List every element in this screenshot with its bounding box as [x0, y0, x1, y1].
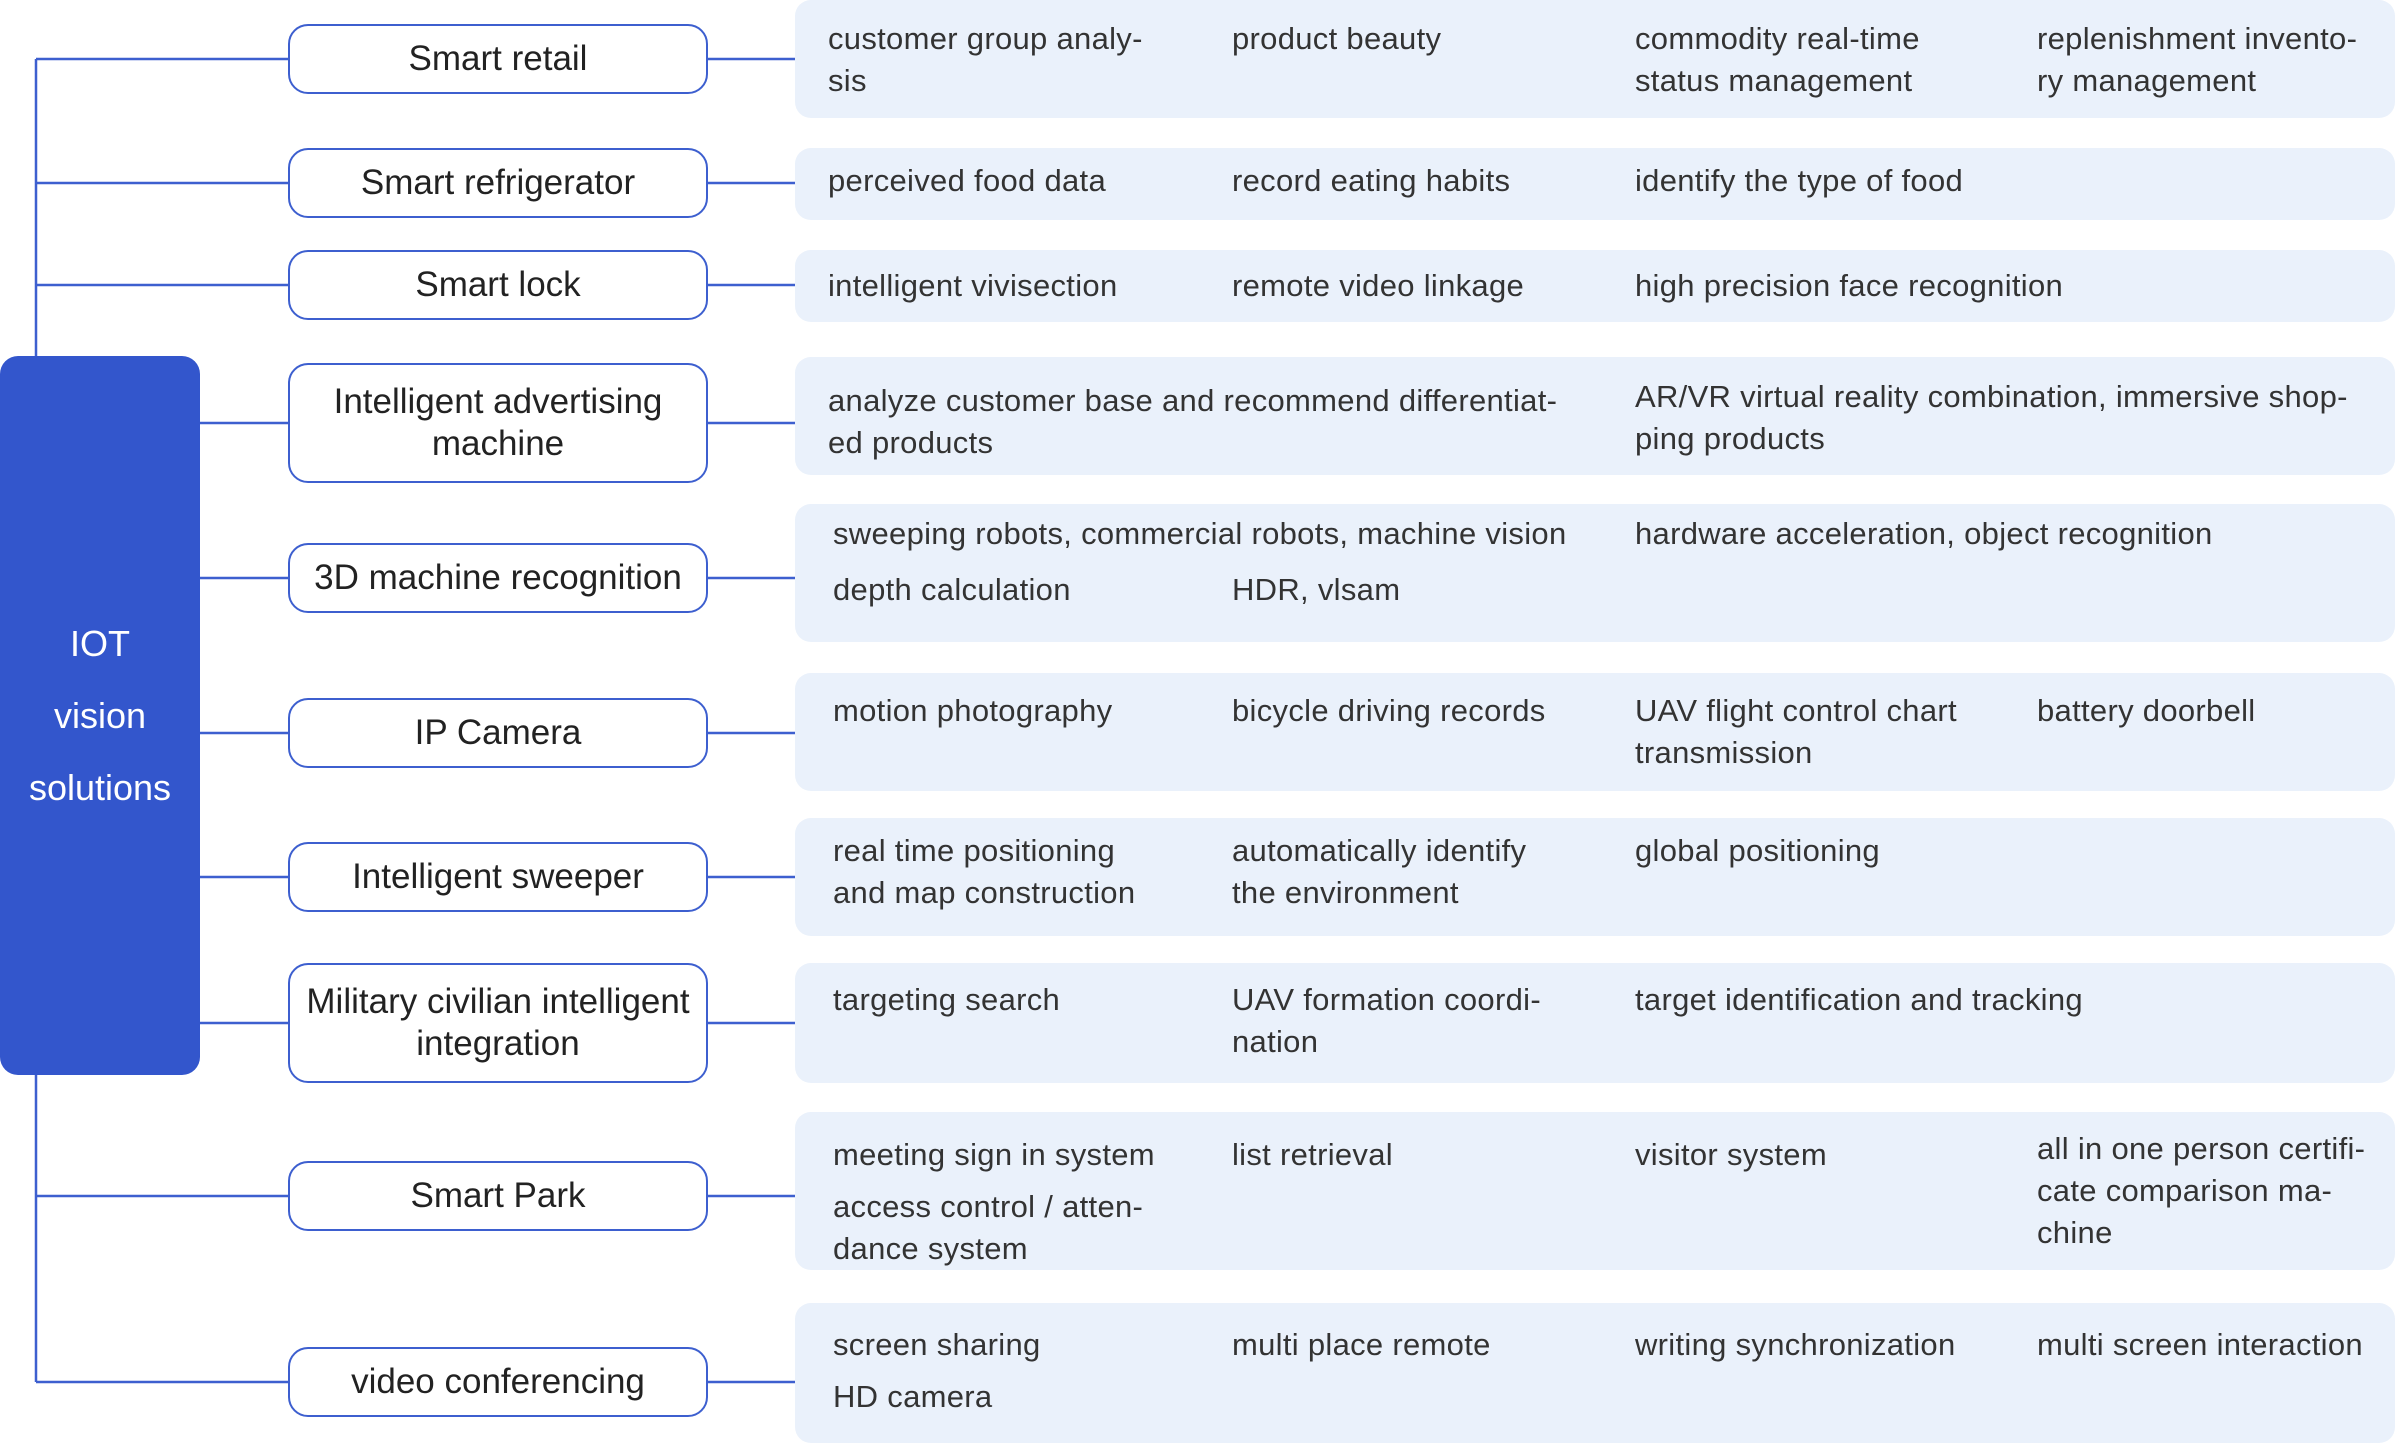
category-label: Smart lock: [415, 265, 581, 304]
feature-item: sweeping robots, commercial robots, mach…: [833, 516, 1567, 551]
feature-item: screen sharing: [833, 1327, 1041, 1362]
feature-item: global positioning: [1635, 833, 1880, 868]
feature-item: writing synchronization: [1635, 1327, 1956, 1362]
category-node: Military civilian intelligent integratio…: [288, 963, 708, 1083]
feature-item: list retrieval: [1232, 1137, 1393, 1172]
category-detail-panel: [795, 357, 2395, 475]
feature-item: multi screen interaction: [2037, 1327, 2363, 1362]
feature-item: replenishment invento- ry management: [2037, 21, 2358, 98]
category-detail-panel: [795, 963, 2395, 1083]
category-label: Intelligent sweeper: [352, 857, 644, 896]
category-node: Smart lock: [288, 250, 708, 320]
category-detail-panel: [795, 250, 2395, 322]
category-node: video conferencing: [288, 1347, 708, 1417]
feature-item: AR/VR virtual reality combination, immer…: [1635, 379, 2348, 456]
category-detail-panel: [795, 0, 2395, 118]
category-detail-panel: [795, 1303, 2395, 1443]
feature-item: record eating habits: [1232, 163, 1511, 198]
feature-item: high precision face recognition: [1635, 268, 2064, 303]
feature-item: UAV flight control chart transmission: [1635, 693, 1957, 770]
feature-item: real time positioning and map constructi…: [833, 833, 1136, 910]
category-label: video conferencing: [351, 1362, 645, 1401]
category-node: IP Camera: [288, 698, 708, 768]
category-detail-panel: [795, 1112, 2395, 1270]
root-label-line-3: solutions: [28, 766, 172, 808]
feature-item: intelligent vivisection: [828, 268, 1118, 303]
feature-item: depth calculation: [833, 572, 1071, 607]
feature-item: product beauty: [1232, 21, 1442, 56]
feature-item: target identification and tracking: [1635, 982, 2083, 1017]
feature-item: remote video linkage: [1232, 268, 1525, 303]
feature-item: visitor system: [1635, 1137, 1827, 1172]
feature-item: bicycle driving records: [1232, 693, 1546, 728]
root-label-line-2: vision: [53, 694, 147, 736]
root-node: IOT vision solutions: [0, 356, 200, 1075]
feature-item: battery doorbell: [2037, 693, 2256, 728]
feature-item: analyze customer base and recommend diff…: [828, 383, 1558, 460]
feature-item: targeting search: [833, 982, 1061, 1017]
feature-item: HD camera: [833, 1379, 993, 1414]
category-detail-panel: [795, 148, 2395, 220]
category-node: Smart Park: [288, 1161, 708, 1231]
category-detail-panel: [795, 673, 2395, 791]
category-detail-panel: [795, 818, 2395, 936]
category-label: Smart Park: [410, 1176, 586, 1215]
feature-item: identify the type of food: [1635, 163, 1964, 198]
category-label: Intelligent advertising machine: [333, 382, 663, 463]
category-label: Military civilian intelligent integratio…: [306, 982, 690, 1063]
feature-item: all in one person certifi- cate comparis…: [2037, 1131, 2366, 1250]
feature-item: perceived food data: [828, 163, 1107, 198]
category-node: Intelligent sweeper: [288, 842, 708, 912]
category-node: Smart retail: [288, 24, 708, 94]
category-node: 3D machine recognition: [288, 543, 708, 613]
category-node: Intelligent advertising machine: [288, 363, 708, 483]
category-node: Smart refrigerator: [288, 148, 708, 218]
category-label: IP Camera: [414, 713, 582, 752]
feature-item: commodity real-time status management: [1635, 21, 1920, 98]
feature-item: automatically identify the environment: [1232, 833, 1527, 910]
feature-item: multi place remote: [1232, 1327, 1491, 1362]
feature-item: hardware acceleration, object recognitio…: [1635, 516, 2213, 551]
feature-item: UAV formation coordi- nation: [1232, 982, 1541, 1059]
feature-item: motion photography: [833, 693, 1113, 728]
feature-item: customer group analy- sis: [828, 21, 1143, 98]
category-detail-panel: [795, 504, 2395, 642]
feature-item: meeting sign in system: [833, 1137, 1155, 1172]
root-label-line-1: IOT: [70, 622, 130, 664]
category-label: Smart refrigerator: [360, 163, 636, 202]
category-label: 3D machine recognition: [314, 558, 682, 597]
feature-item: HDR, vlsam: [1232, 572, 1401, 607]
feature-item: access control / atten- dance system: [833, 1189, 1144, 1266]
category-label: Smart retail: [408, 39, 588, 78]
